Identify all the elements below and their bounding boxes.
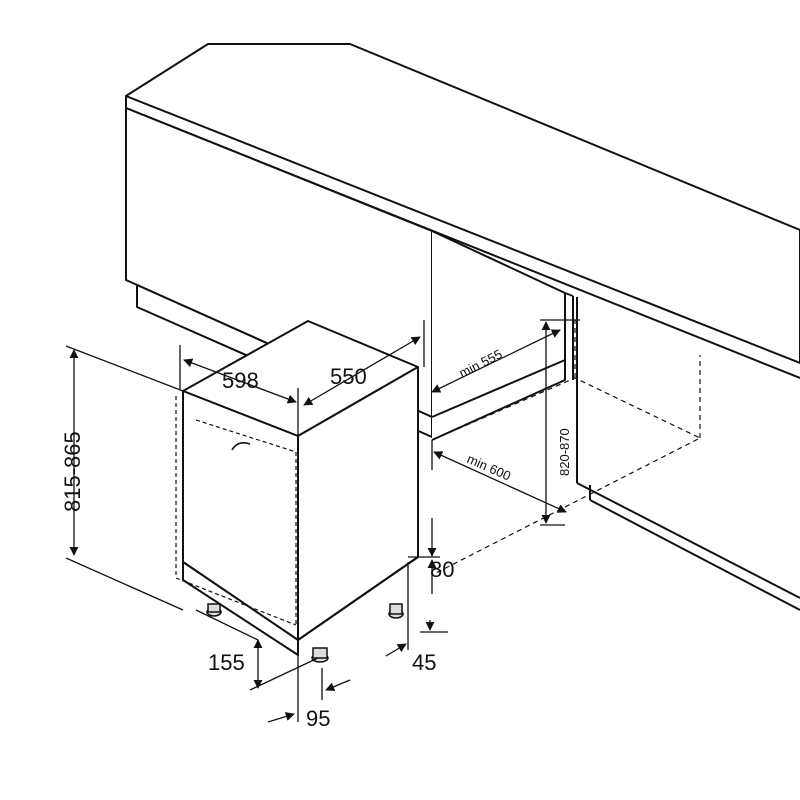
niche-height-label: 820-870 [557, 428, 572, 476]
width-label: 598 [222, 368, 259, 393]
door-outline [175, 396, 297, 626]
dimension-lines [65, 319, 580, 723]
right-cabinet [576, 297, 800, 611]
height-range-label: 815-865 [60, 431, 85, 512]
niche-width-label: min 600 [465, 451, 513, 484]
depth-label: 550 [330, 364, 367, 389]
plinth-height-label: 80 [430, 557, 454, 582]
dishwasher-feet [206, 603, 404, 663]
door-gap-label: 155 [208, 650, 245, 675]
door-handle-icon [231, 442, 251, 451]
door-offset-label: 95 [306, 706, 330, 731]
plinth-gap-label: 45 [412, 650, 436, 675]
